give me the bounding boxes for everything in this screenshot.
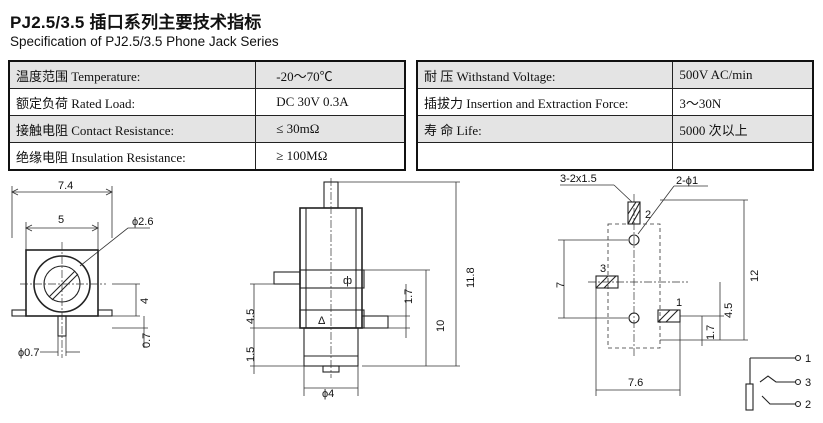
contact-mark-lower: Δ	[318, 315, 326, 327]
pin-label-1: 1	[676, 297, 682, 309]
front-view-drawing: 7.4 5 ϕ2.6 4 ϕ0.7 0.7	[11, 180, 153, 359]
spec-row: 接触电阻 Contact Resistance:≤ 30mΩ	[8, 115, 406, 143]
dim-h12: 12	[749, 270, 761, 282]
spec-label: 额定负荷 Rated Load:	[8, 88, 257, 116]
spec-value: ≥ 100MΩ	[255, 142, 406, 171]
page-subtitle: Specification of PJ2.5/3.5 Phone Jack Se…	[10, 34, 279, 49]
dim-h10: 10	[435, 320, 447, 332]
contact-mark: ф	[343, 275, 352, 287]
dim-pin-diameter: ϕ0.7	[18, 347, 39, 359]
spec-value: 5000 次以上	[672, 115, 814, 143]
dim-dia: ϕ4	[322, 388, 334, 400]
spec-value	[672, 142, 814, 171]
spec-label: 寿 命 Life:	[416, 115, 674, 143]
pcb-footprint-drawing: 3-2x1.5 2-ϕ1 2 3 1 12 4.5 1.7 7 7.6	[555, 173, 761, 396]
spec-row	[416, 142, 814, 171]
dim-h15: 1.5	[245, 347, 257, 362]
dim-diameter: ϕ2.6	[132, 216, 153, 228]
spec-row: 温度范围 Temperature:-20～70℃	[8, 60, 406, 89]
page-title: PJ2.5/3.5 插口系列主要技术指标	[10, 13, 262, 32]
dim-slot: 3-2x1.5	[560, 173, 597, 185]
spec-row: 寿 命 Life:5000 次以上	[416, 115, 814, 143]
spec-label	[416, 142, 674, 171]
dim-holes: 2-ϕ1	[676, 175, 698, 187]
dim-inner-width: 5	[58, 214, 64, 226]
schematic-symbol: 1 3 2	[745, 353, 811, 411]
dim-h118: 11.8	[465, 267, 477, 288]
schematic-pin-1: 1	[805, 353, 811, 365]
dim-height: 4	[139, 298, 151, 304]
spec-table-left: 温度范围 Temperature:-20～70℃ 额定负荷 Rated Load…	[8, 60, 406, 171]
spec-label: 绝缘电阻 Insulation Resistance:	[8, 142, 257, 171]
spec-value: ≤ 30mΩ	[255, 115, 406, 143]
dim-h45: 4.5	[723, 303, 735, 318]
spec-value: 500V AC/min	[672, 60, 814, 89]
dim-w76: 7.6	[628, 377, 643, 389]
spec-table-right: 耐 压 Withstand Voltage:500V AC/min 插拔力 In…	[416, 60, 814, 171]
dim-h45: 4.5	[245, 309, 257, 324]
dim-pin-height: 0.7	[141, 333, 153, 348]
spec-row: 耐 压 Withstand Voltage:500V AC/min	[416, 60, 814, 89]
spec-row: 额定负荷 Rated Load:DC 30V 0.3A	[8, 88, 406, 116]
spec-value: 3～30N	[672, 88, 814, 116]
dim-h7: 7	[555, 282, 567, 288]
spec-label: 耐 压 Withstand Voltage:	[416, 60, 674, 89]
spec-label: 温度范围 Temperature:	[8, 60, 257, 89]
schematic-pin-2: 2	[805, 399, 811, 411]
pin-label-3: 3	[600, 263, 606, 275]
spec-label: 接触电阻 Contact Resistance:	[8, 115, 257, 143]
schematic-pin-3: 3	[805, 377, 811, 389]
spec-value: -20～70℃	[255, 60, 406, 89]
side-view-drawing: ф Δ 10 11.8 1.7 4.5 1.5 ϕ4	[245, 178, 477, 400]
pin-label-2: 2	[645, 209, 651, 221]
spec-row: 绝缘电阻 Insulation Resistance:≥ 100MΩ	[8, 142, 406, 171]
dim-h17: 1.7	[705, 325, 717, 340]
spec-value: DC 30V 0.3A	[255, 88, 406, 116]
spec-label: 插拔力 Insertion and Extraction Force:	[416, 88, 674, 116]
spec-row: 插拔力 Insertion and Extraction Force:3～30N	[416, 88, 814, 116]
dim-width: 7.4	[58, 180, 73, 192]
dim-h17: 1.7	[403, 289, 415, 304]
